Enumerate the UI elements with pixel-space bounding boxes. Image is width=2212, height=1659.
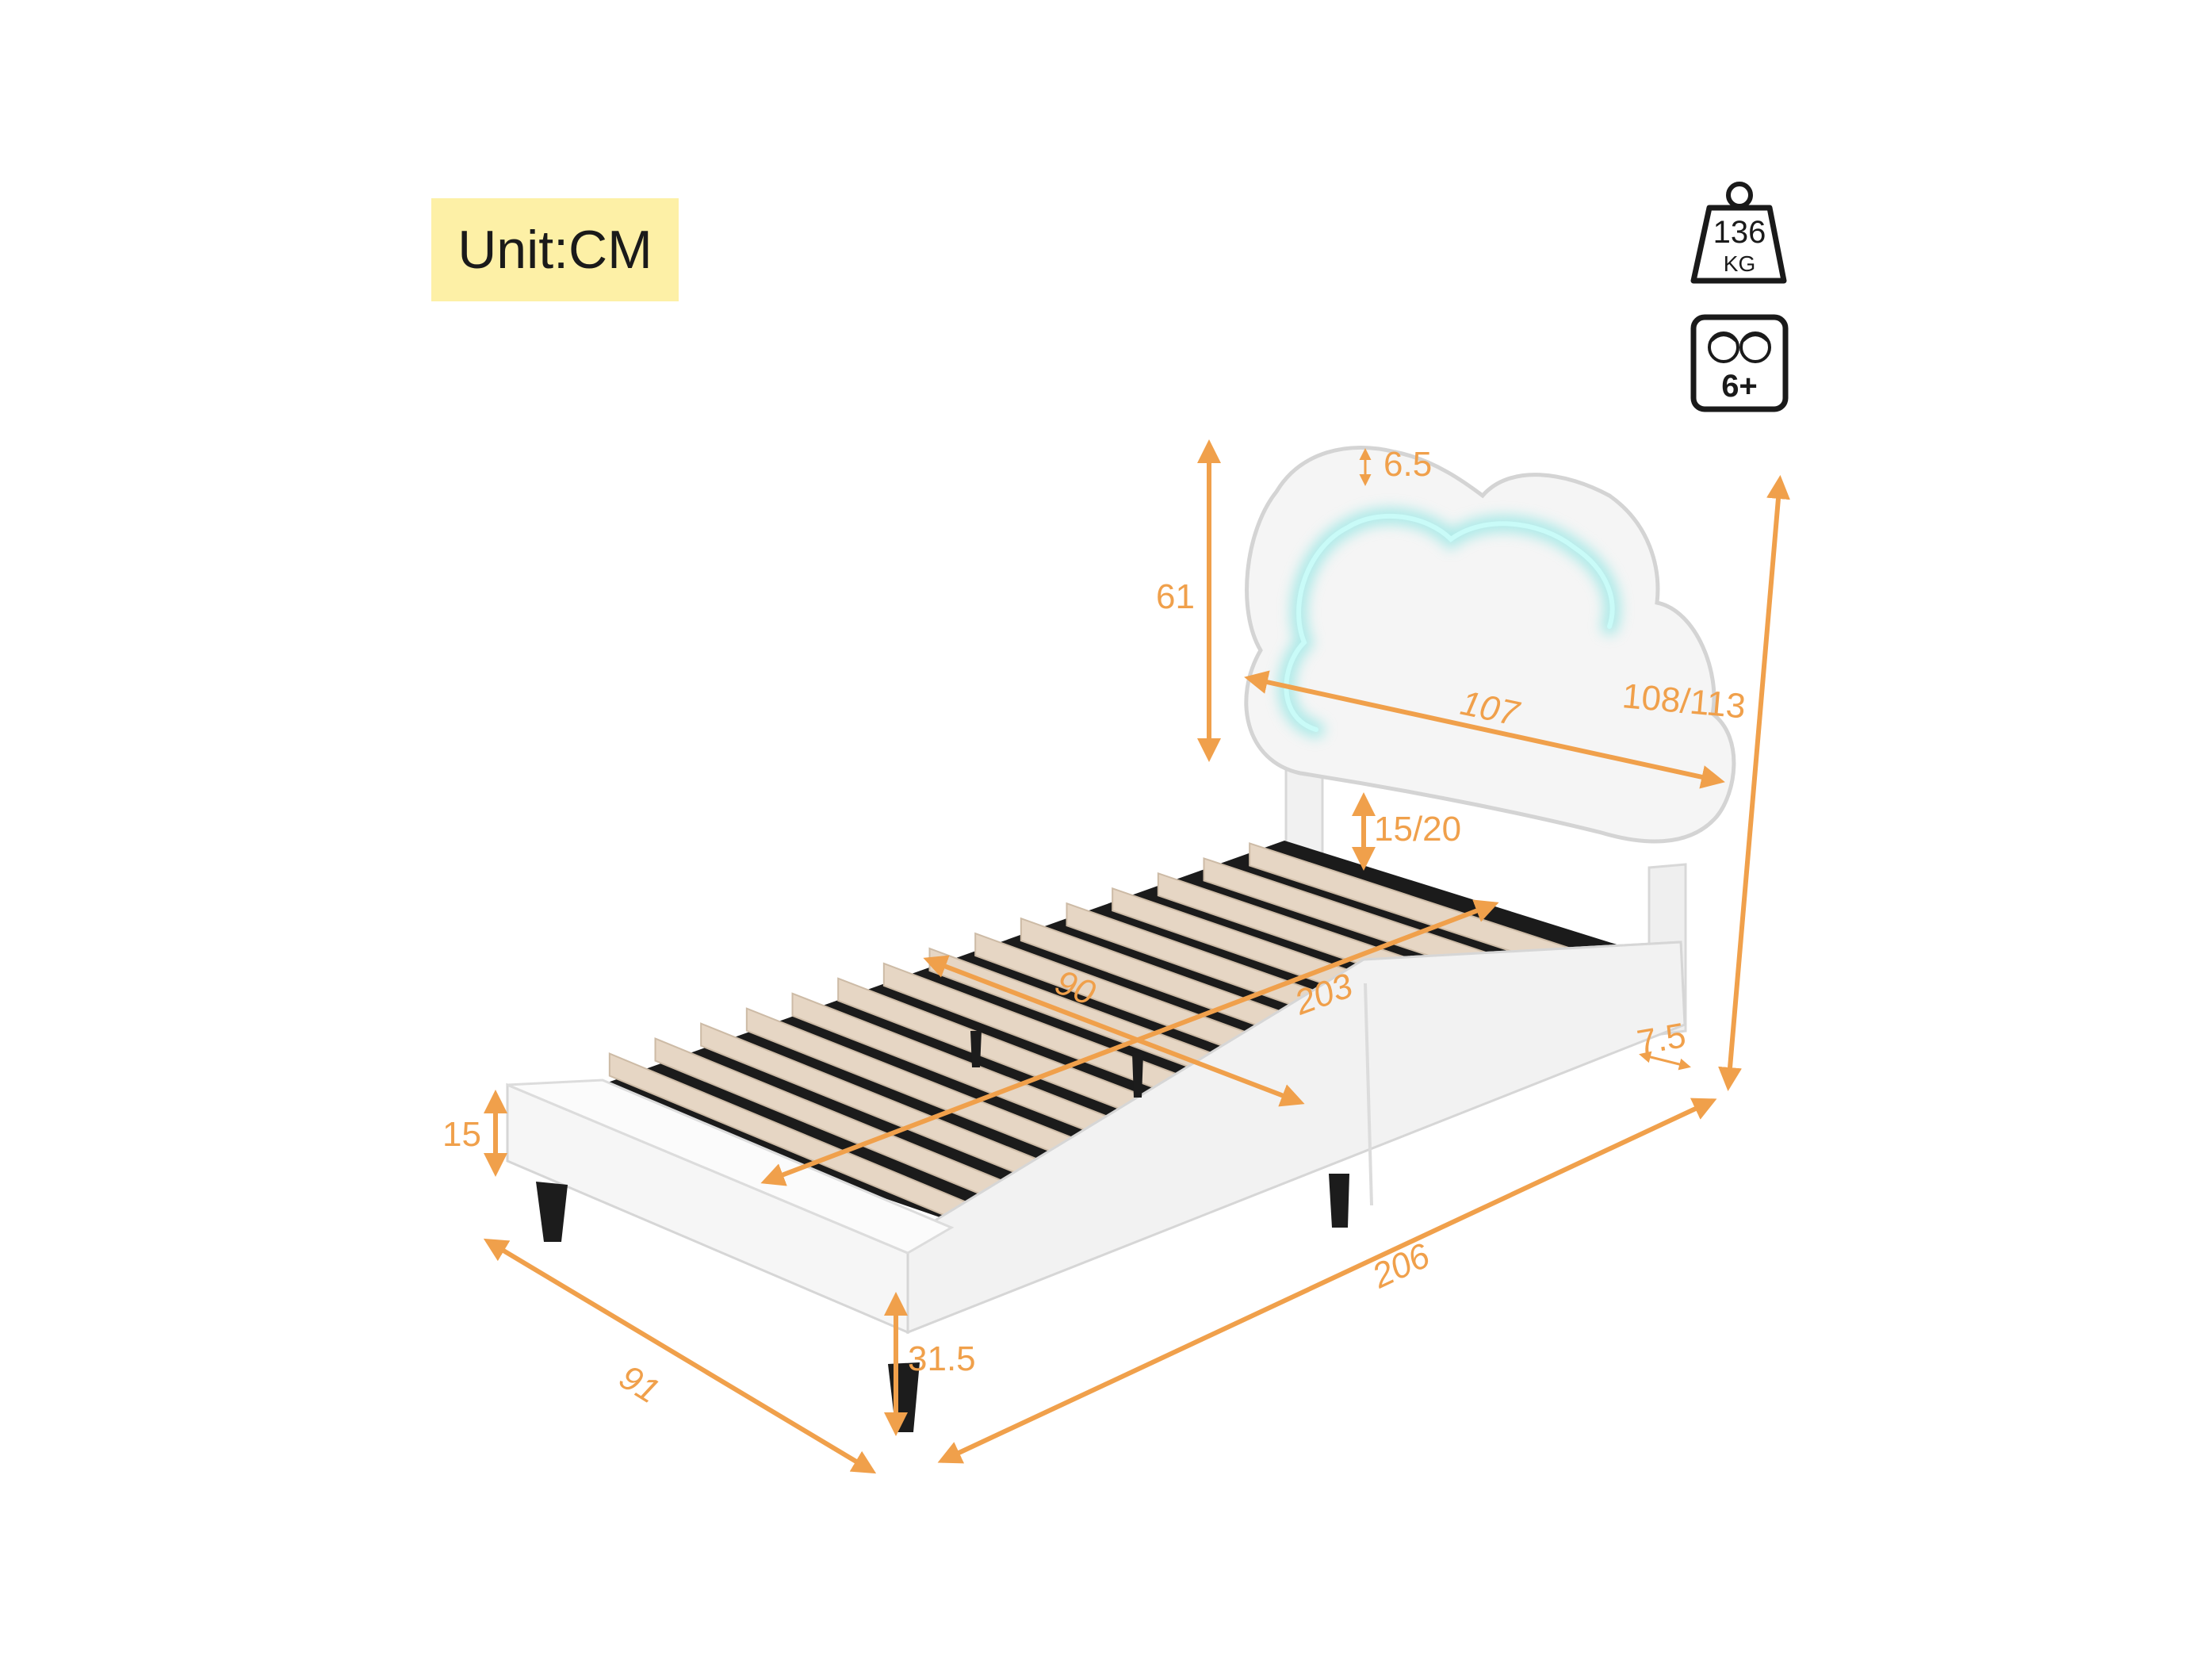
dim-overall-width: 91	[613, 1358, 666, 1411]
children-age-icon: 6+	[1690, 314, 1789, 412]
leg-front-left	[536, 1182, 568, 1242]
dim-headboard-gap: 15/20	[1374, 810, 1461, 849]
weight-icon: 136 KG	[1690, 182, 1787, 284]
dim-line-inner-length	[760, 899, 1499, 1186]
unit-badge: Unit:CM	[431, 198, 679, 301]
dim-line-overall-length	[937, 1098, 1717, 1464]
dim-headboard-thickness: 6.5	[1383, 445, 1432, 484]
age-label: 6+	[1721, 369, 1758, 404]
center-support-leg-1	[970, 1031, 982, 1067]
unit-label: Unit:CM	[457, 220, 653, 280]
dimension-lines	[483, 439, 1790, 1474]
dim-line-headboard-width	[1244, 670, 1725, 789]
dim-line-total-height	[1718, 475, 1790, 1091]
weight-value: 136	[1713, 215, 1766, 250]
dim-line-leg-depth	[1639, 1051, 1691, 1071]
dim-leg-height: 31.5	[908, 1339, 976, 1378]
dim-rail-height: 15	[442, 1115, 481, 1154]
dim-leg-depth: 7.5	[1634, 1016, 1689, 1063]
bed-illustration	[506, 446, 1736, 1432]
dim-overall-length: 206	[1366, 1236, 1437, 1296]
center-support-leg-2	[1132, 1053, 1143, 1098]
dim-line-overall-width	[483, 1238, 877, 1474]
leg-middle	[1329, 1174, 1349, 1228]
weight-unit: KG	[1724, 251, 1755, 276]
dim-headboard-height: 61	[1156, 577, 1195, 616]
led-strip	[1284, 513, 1615, 732]
